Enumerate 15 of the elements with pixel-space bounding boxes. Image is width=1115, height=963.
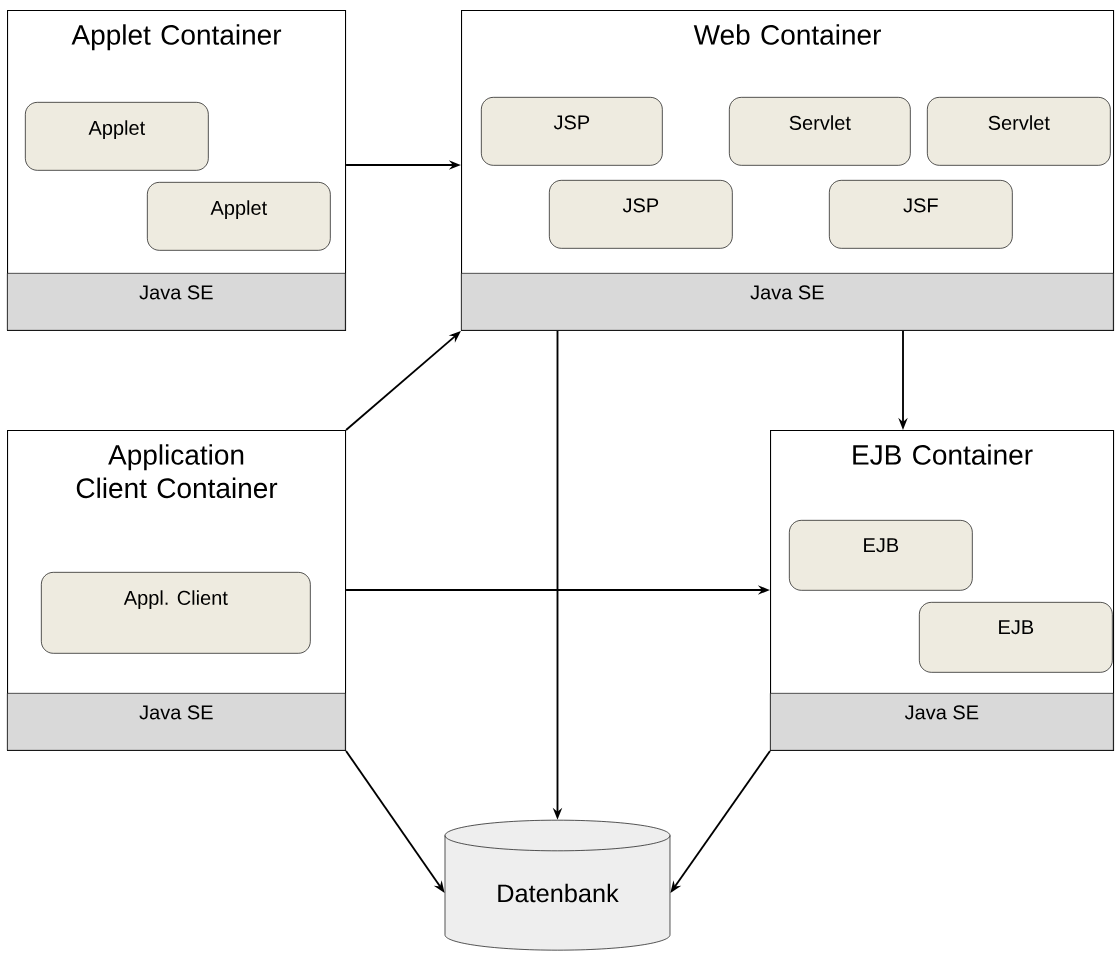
platform-band: Java SE <box>461 273 1114 331</box>
component-box: EJB <box>919 602 1113 673</box>
component-box: JSP <box>549 180 733 249</box>
component-box: Servlet <box>729 97 911 166</box>
component-box: Appl. Client <box>41 572 311 654</box>
platform-band: Java SE <box>7 693 346 751</box>
platform-band: Java SE <box>770 693 1114 751</box>
component-box: Servlet <box>927 97 1111 166</box>
component-box: JSF <box>829 180 1013 249</box>
component-box: Applet <box>147 182 331 251</box>
database-cylinder: Datenbank <box>444 819 671 951</box>
component-box: Applet <box>25 102 209 171</box>
component-box: JSP <box>481 97 663 166</box>
platform-band: Java SE <box>7 273 346 331</box>
component-box: EJB <box>789 520 973 591</box>
